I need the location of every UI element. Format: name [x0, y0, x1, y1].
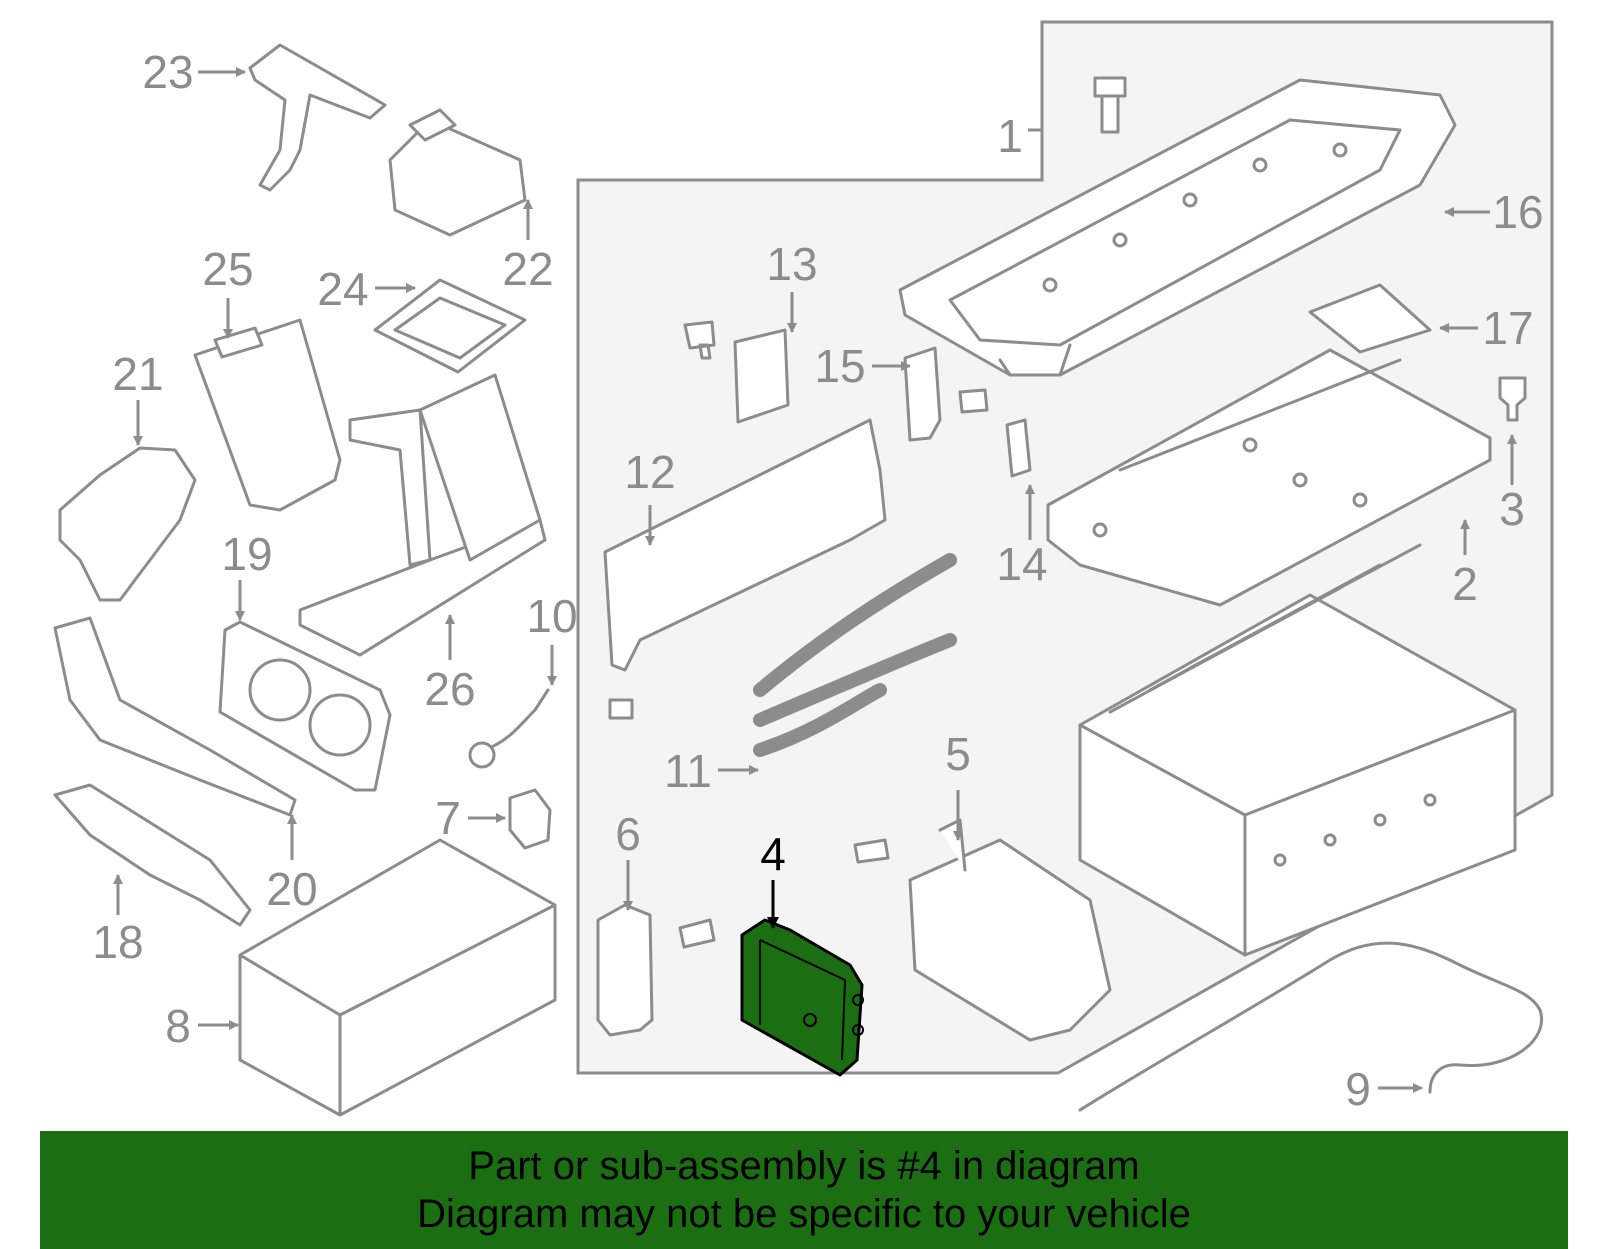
part-17-label: [1308, 283, 1432, 354]
callout-1: 1: [997, 110, 1023, 162]
part-9-harness: [1078, 941, 1543, 1112]
callout-23: 23: [142, 46, 193, 98]
callout-16: 16: [1492, 186, 1543, 238]
part-19-fan-housing: [218, 620, 392, 792]
callout-8: 8: [165, 1000, 191, 1052]
part-1-bolt: [1093, 76, 1127, 134]
part-6-cover: [596, 903, 654, 1037]
callout-6: 6: [615, 808, 641, 860]
callout-14: 14: [996, 538, 1047, 590]
callout-19: 19: [221, 528, 272, 580]
callout-17: 17: [1482, 302, 1533, 354]
part-5-screw: [853, 838, 890, 864]
notice-banner: Part or sub-assembly is #4 in diagram Di…: [40, 1131, 1568, 1249]
callout-25: 25: [202, 243, 253, 295]
part-11-screw: [608, 698, 634, 720]
callout-24: 24: [317, 263, 368, 315]
callout-18: 18: [92, 916, 143, 968]
part-22-dc-converter: [388, 108, 527, 237]
part-7-connector: [508, 788, 552, 850]
callout-13: 13: [766, 238, 817, 290]
part-25-charger-module: [193, 318, 342, 512]
callout-20: 20: [266, 863, 317, 915]
part-15-screw: [958, 388, 989, 414]
callout-7: 7: [435, 792, 461, 844]
callout-4: 4: [760, 828, 786, 880]
callout-5: 5: [945, 728, 971, 780]
part-10-connector: [468, 741, 496, 769]
part-13-module: [733, 328, 790, 424]
part-16-battery-tray: [898, 78, 1457, 377]
banner-line-2: Diagram may not be specific to your vehi…: [417, 1192, 1191, 1236]
callout-21: 21: [112, 348, 163, 400]
callout-3: 3: [1499, 483, 1525, 535]
part-21-blower: [58, 446, 197, 602]
part-10-harness: [483, 688, 550, 752]
callout-15: 15: [814, 340, 865, 392]
callout-26: 26: [424, 663, 475, 715]
part-18-duct: [53, 783, 252, 927]
battery-module-stack: [1078, 543, 1517, 957]
part-12-bracket: [603, 418, 887, 672]
callout-9: 9: [1345, 1063, 1371, 1115]
part-15-bracket: [903, 346, 942, 442]
part-24-pad: [373, 278, 527, 374]
banner-line-1: Part or sub-assembly is #4 in diagram: [468, 1144, 1140, 1188]
part-26-frame: [298, 373, 547, 657]
callout-22: 22: [502, 243, 553, 295]
part-2-cover: [1046, 348, 1492, 607]
part-13-screw: [683, 320, 716, 360]
callout-10: 10: [526, 590, 577, 642]
part-14-sensor: [1005, 418, 1032, 478]
part-4-screw: [678, 918, 716, 949]
callout-2: 2: [1452, 558, 1478, 610]
part-11-hose-assembly: [753, 553, 957, 757]
callout-11: 11: [664, 745, 712, 797]
part-20-duct: [53, 616, 297, 817]
part-8-battery-box: [238, 838, 557, 1117]
part-3-clip: [1498, 376, 1527, 422]
callout-12: 12: [624, 446, 675, 498]
part-23-bracket: [248, 43, 387, 192]
